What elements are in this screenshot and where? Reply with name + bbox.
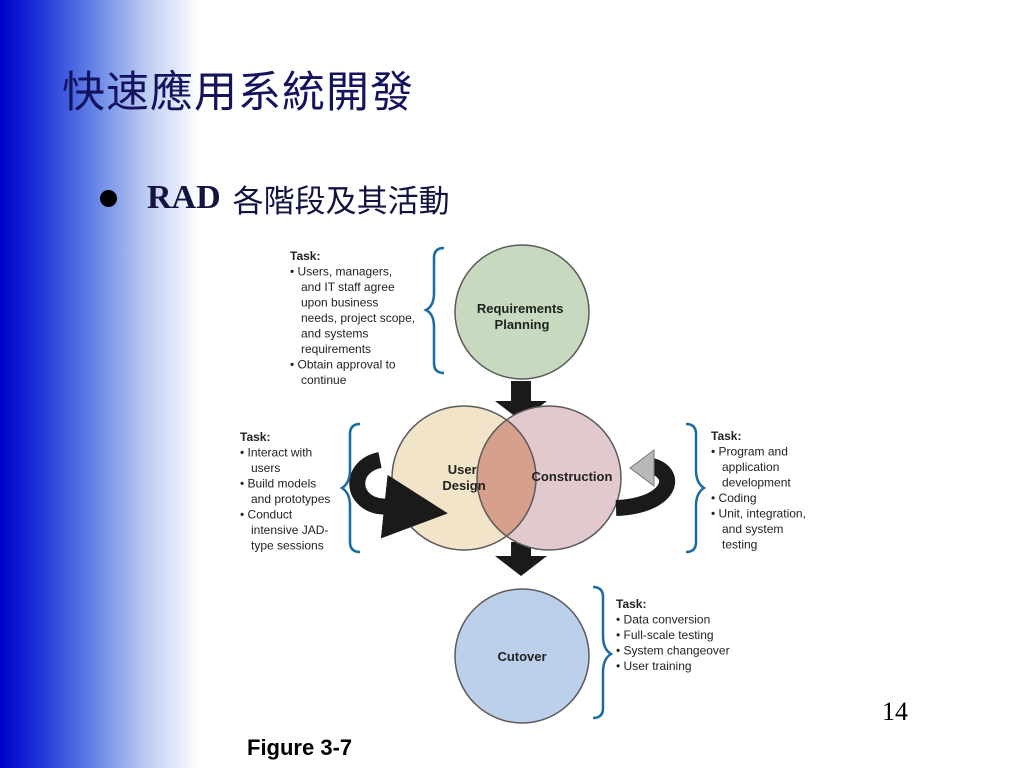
- bullet-rad-label: RAD: [147, 179, 221, 216]
- task-line: and IT staff agree: [301, 280, 395, 294]
- task-header: Task:: [290, 249, 320, 263]
- brace-icon: [339, 422, 361, 554]
- task-line: and prototypes: [251, 492, 330, 506]
- right-curved-arrow-icon: [615, 458, 676, 516]
- bullet-item: RAD 各階段及其活動: [100, 176, 450, 220]
- task-line: • Obtain approval to: [290, 358, 396, 372]
- construction-label: Construction: [532, 469, 613, 484]
- task-line: continue: [301, 373, 347, 387]
- task-line: intensive JAD-: [251, 523, 328, 537]
- task-header: Task:: [711, 429, 741, 443]
- requirements-planning-circle: [454, 244, 590, 380]
- requirements-planning-label: Requirements Planning: [477, 301, 567, 332]
- bullet-dot: [100, 189, 117, 207]
- task-line: testing: [722, 538, 757, 552]
- task-line: • Full-scale testing: [616, 628, 714, 642]
- task-line: • Interact with: [240, 446, 312, 460]
- brace-icon: [423, 246, 445, 375]
- cutover-label: Cutover: [497, 649, 546, 664]
- page-number: 14: [882, 697, 908, 726]
- left-curved-arrow-icon: [349, 452, 448, 539]
- task-line: and systems: [301, 327, 368, 341]
- task-line: • Users, managers,: [290, 265, 392, 279]
- task-line: • Coding: [711, 491, 757, 505]
- cutover-circle: [454, 588, 590, 724]
- right-arrow-head-icon: [629, 449, 655, 487]
- brace-icon: [592, 585, 614, 720]
- task-line: application: [722, 460, 779, 474]
- task-line: users: [251, 461, 280, 475]
- brace-icon: [685, 422, 707, 554]
- task-line: • Unit, integration,: [711, 507, 806, 521]
- task-line: • System changeover: [616, 644, 730, 658]
- side-gradient-bar: [0, 0, 200, 768]
- figure-caption: Figure 3-7: [247, 735, 353, 760]
- task-header: Task:: [240, 430, 270, 444]
- user-design-label: User Design: [442, 462, 485, 493]
- task-line: type sessions: [251, 539, 324, 553]
- task-line: and system: [722, 522, 783, 536]
- task-line: • User training: [616, 659, 692, 673]
- cutover-task-list: Task: • Data conversion• Full-scale testi…: [616, 597, 730, 673]
- task-line: requirements: [301, 342, 371, 356]
- task-line: development: [722, 476, 791, 490]
- task-line: • Build models: [240, 477, 316, 491]
- overlap-region: [476, 419, 537, 537]
- requirements-task-list: Task: • Users, managers,and IT staff agre…: [290, 249, 415, 387]
- task-line: needs, project scope,: [301, 311, 415, 325]
- task-line: upon business: [301, 296, 378, 310]
- bullet-text: 各階段及其活動: [232, 183, 450, 220]
- rad-phases-diagram: Requirements Planning User Design Constr…: [240, 244, 806, 724]
- task-line: • Program and: [711, 445, 788, 459]
- down-arrow-icon: [495, 542, 547, 576]
- task-line: • Conduct: [240, 508, 293, 522]
- task-header: Task:: [616, 597, 646, 611]
- slide-title: 快速應用系統開發: [62, 68, 414, 118]
- task-line: • Data conversion: [616, 613, 710, 627]
